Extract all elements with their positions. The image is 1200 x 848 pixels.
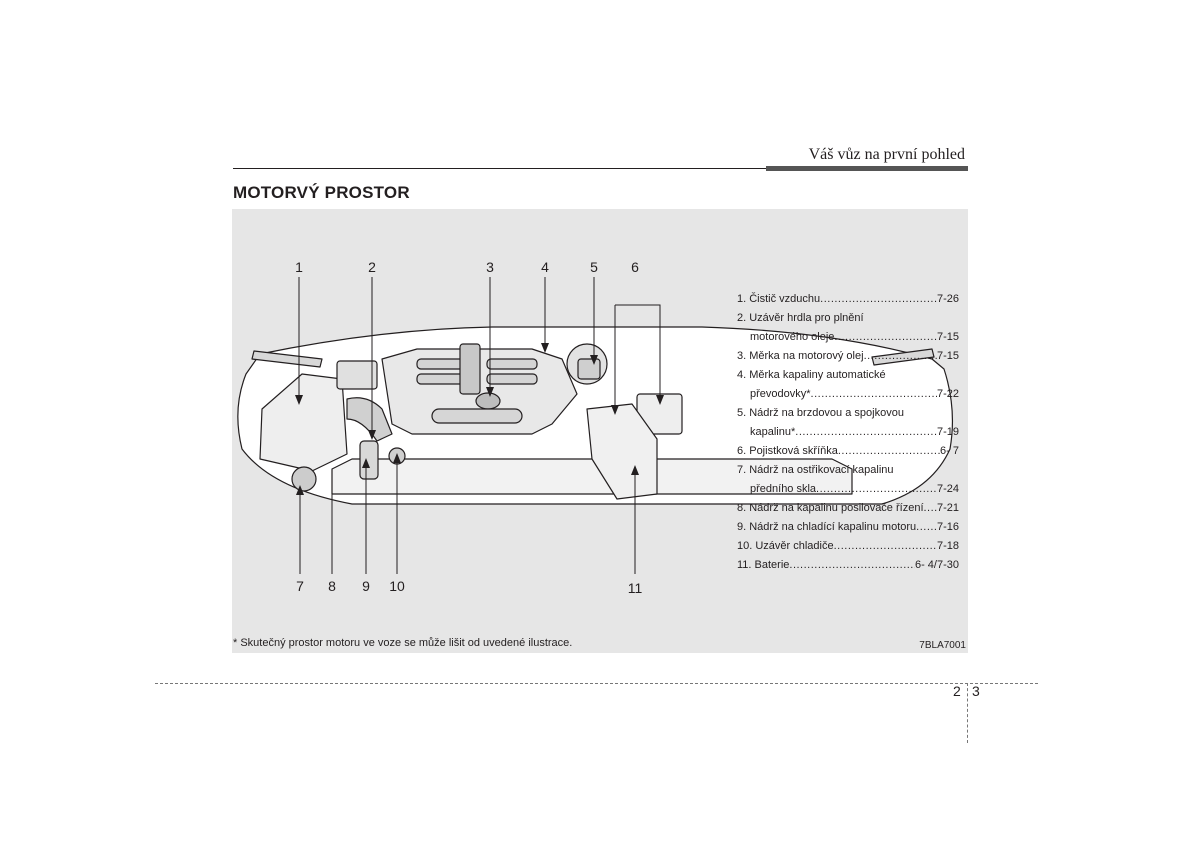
- legend-page: 6- 4/7-30: [914, 559, 959, 571]
- legend-text: 9. Nádrž na chladící kapalinu motoru: [737, 521, 917, 533]
- arrow-3: [486, 387, 494, 397]
- legend-text: 4. Měrka kapaliny automatické: [737, 369, 886, 381]
- arrow-1: [295, 395, 303, 405]
- callout-5: 5: [590, 259, 598, 275]
- legend-text: motorového oleje: [750, 331, 835, 343]
- callout-8: 8: [328, 578, 336, 594]
- callout-11: 11: [627, 580, 643, 596]
- intake-hose: [346, 397, 393, 442]
- legend-page: 7-22: [936, 388, 959, 400]
- battery: [586, 403, 658, 500]
- arrow-9: [362, 458, 370, 468]
- arrow-7: [296, 485, 304, 495]
- legend-page: 7-21: [936, 502, 959, 514]
- legend-text: 6. Pojistková skříňka: [737, 445, 838, 457]
- oil-filler-cap: [475, 392, 501, 410]
- callout-1: 1: [295, 259, 303, 275]
- arrow-10: [393, 453, 401, 463]
- engine-bay-illustration: [237, 277, 953, 574]
- air-cleaner-top: [336, 360, 378, 390]
- legend-text: kapalinu*: [750, 426, 796, 438]
- callout-9: 9: [362, 578, 370, 594]
- arrow-5: [590, 355, 598, 365]
- legend-item: 6. Pojistková skříňka 6- 7: [737, 442, 959, 461]
- legend-page: 6- 7: [940, 445, 959, 457]
- legend-text: 7. Nádrž na ostřikovací kapalinu: [737, 464, 894, 476]
- header-rule: [233, 168, 766, 169]
- engine-cover-center: [459, 343, 481, 395]
- callout-10: 10: [389, 578, 405, 594]
- legend-item: 5. Nádrž na brzdovou a spojkovou kapalin…: [737, 404, 959, 442]
- component-legend: 1. Čistič vzduchu 7-26 2. Uzávěr hrdla pr…: [737, 290, 959, 575]
- legend-text: 10. Uzávěr chladiče: [737, 540, 834, 552]
- legend-text: 2. Uzávěr hrdla pro plnění: [737, 312, 864, 324]
- callout-7: 7: [296, 578, 304, 594]
- leader-6: [614, 304, 661, 409]
- legend-page: 7-18: [936, 540, 959, 552]
- figure-footnote: * Skutečný prostor motoru ve voze se můž…: [233, 637, 573, 649]
- legend-page: 7-24: [936, 483, 959, 495]
- legend-item: 9. Nádrž na chladící kapalinu motoru 7-16: [737, 518, 959, 537]
- legend-item: 4. Měrka kapaliny automatické převodovky…: [737, 366, 959, 404]
- legend-page: 7-15: [936, 331, 959, 343]
- arrow-2: [368, 430, 376, 440]
- legend-item: 10. Uzávěr chladiče 7-18: [737, 537, 959, 556]
- legend-text: převodovky*: [750, 388, 811, 400]
- callout-3: 3: [486, 259, 494, 275]
- engine-cover-recess: [431, 408, 523, 424]
- page-number: 3: [972, 683, 980, 699]
- arrow-6b: [656, 395, 664, 405]
- legend-item: 2. Uzávěr hrdla pro plnění motorového ol…: [737, 309, 959, 347]
- chapter-number: 2: [953, 683, 961, 699]
- engine-cover-rib-4: [486, 373, 538, 385]
- footer-divider: [967, 683, 968, 743]
- legend-item: 1. Čistič vzduchu 7-26: [737, 290, 959, 309]
- callout-2: 2: [368, 259, 376, 275]
- arrow-11: [631, 465, 639, 475]
- brake-reservoir: [577, 358, 601, 380]
- legend-page: 7-15: [936, 350, 959, 362]
- arrow-6a: [611, 405, 619, 415]
- footer-rule: [155, 683, 1038, 684]
- arrow-4: [541, 343, 549, 353]
- legend-item: 3. Měrka na motorový olej 7-15: [737, 347, 959, 366]
- legend-text: předního skla: [750, 483, 817, 495]
- legend-text: 8. Nádrž na kapalinu posilovače řízení: [737, 502, 924, 514]
- callout-4: 4: [541, 259, 549, 275]
- header-title: Váš vůz na první pohled: [808, 146, 965, 163]
- legend-text: 11. Baterie: [737, 559, 790, 571]
- section-title: MOTORVÝ PROSTOR: [233, 183, 410, 202]
- legend-text: 5. Nádrž na brzdovou a spojkovou: [737, 407, 904, 419]
- figure-code: 7BLA7001: [919, 640, 966, 651]
- legend-page: 7-19: [936, 426, 959, 438]
- legend-item: 7. Nádrž na ostřikovací kapalinu předníh…: [737, 461, 959, 499]
- legend-page: 7-26: [936, 293, 959, 305]
- legend-text: 1. Čistič vzduchu: [737, 293, 821, 305]
- engine-cover-rib-3: [486, 358, 538, 370]
- legend-page: 7-16: [936, 521, 959, 533]
- washer-reservoir: [291, 466, 317, 492]
- legend-item: 11. Baterie 6- 4/7-30: [737, 556, 959, 575]
- header-rule-accent: [766, 166, 968, 171]
- air-cleaner: [259, 373, 348, 472]
- legend-item: 8. Nádrž na kapalinu posilovače řízení 7-…: [737, 499, 959, 518]
- coolant-reservoir: [359, 440, 379, 480]
- legend-text: 3. Měrka na motorový olej: [737, 350, 864, 362]
- callout-6: 6: [631, 259, 639, 275]
